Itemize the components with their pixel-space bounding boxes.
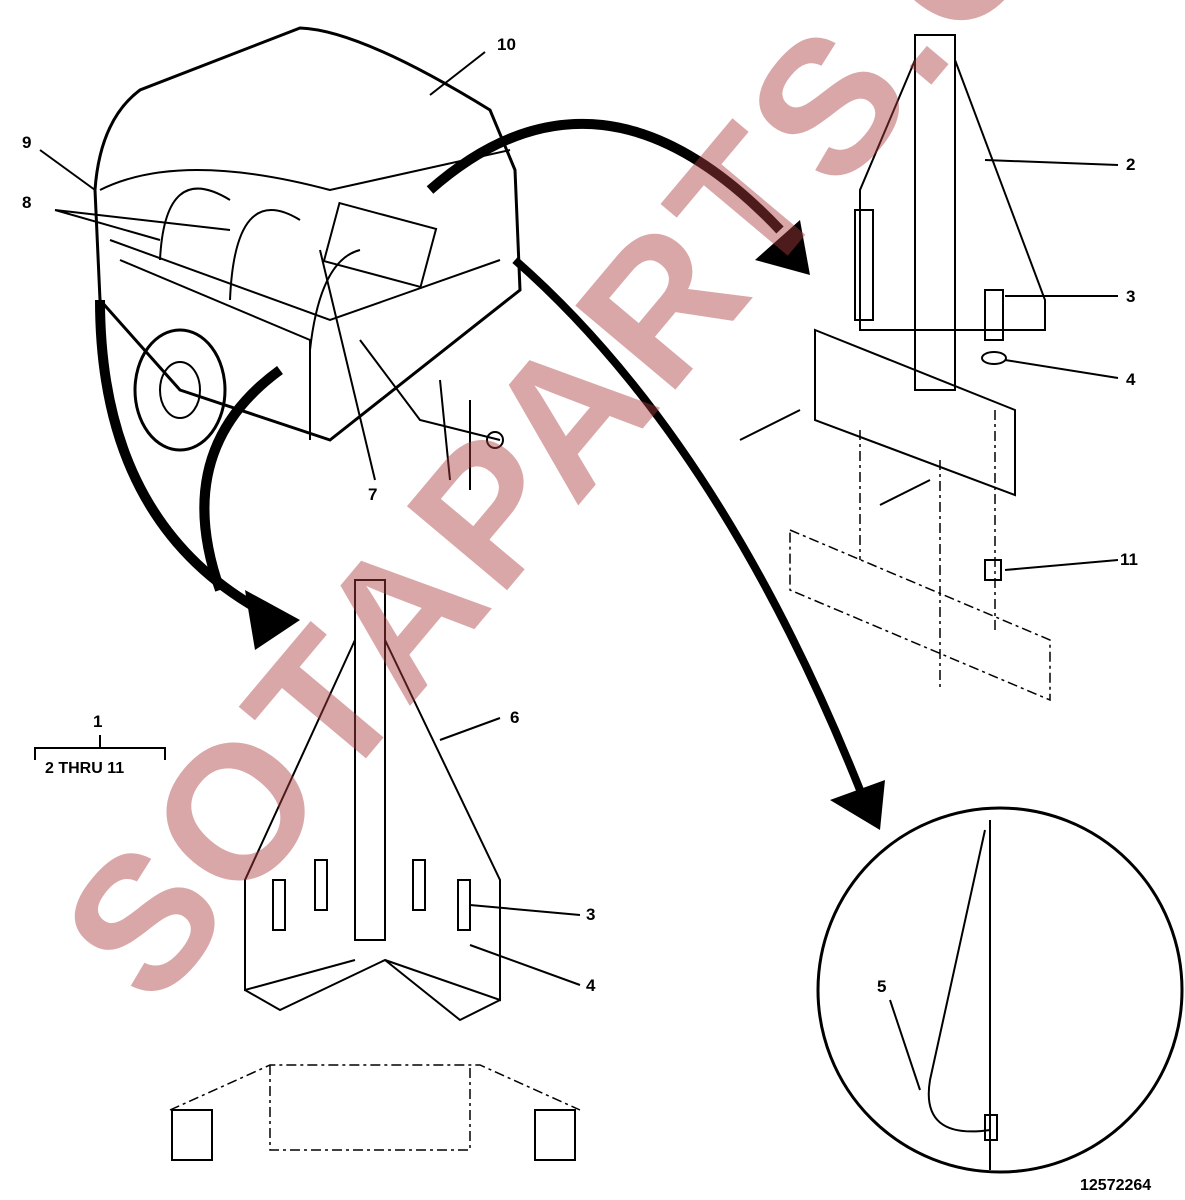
- callout-10: 10: [497, 35, 516, 54]
- callout-2: 2: [1126, 155, 1136, 174]
- callout-8: 8: [22, 193, 32, 212]
- arrows: [95, 118, 885, 830]
- lower-bracket-assembly: [169, 579, 581, 1161]
- assembly-number: 1: [93, 712, 103, 731]
- callout-3-lower: 3: [586, 905, 596, 924]
- callout-6: 6: [510, 708, 520, 727]
- trailer-illustration: [93, 26, 522, 490]
- callout-11: 11: [1120, 550, 1138, 569]
- callout-3-upper: 3: [1126, 287, 1136, 306]
- callout-7: 7: [368, 485, 378, 504]
- callout-5: 5: [877, 977, 887, 996]
- callout-9: 9: [22, 133, 32, 152]
- figure-id: 12572264: [1080, 1177, 1152, 1194]
- detail-view-circle: [816, 806, 1184, 1174]
- leader-lines: [34, 51, 1119, 1091]
- callout-4-lower: 4: [586, 976, 596, 995]
- assembly-range: 2 THRU 11: [45, 760, 125, 777]
- upper-bracket-assembly: [739, 34, 1051, 702]
- callout-4-upper: 4: [1126, 370, 1136, 389]
